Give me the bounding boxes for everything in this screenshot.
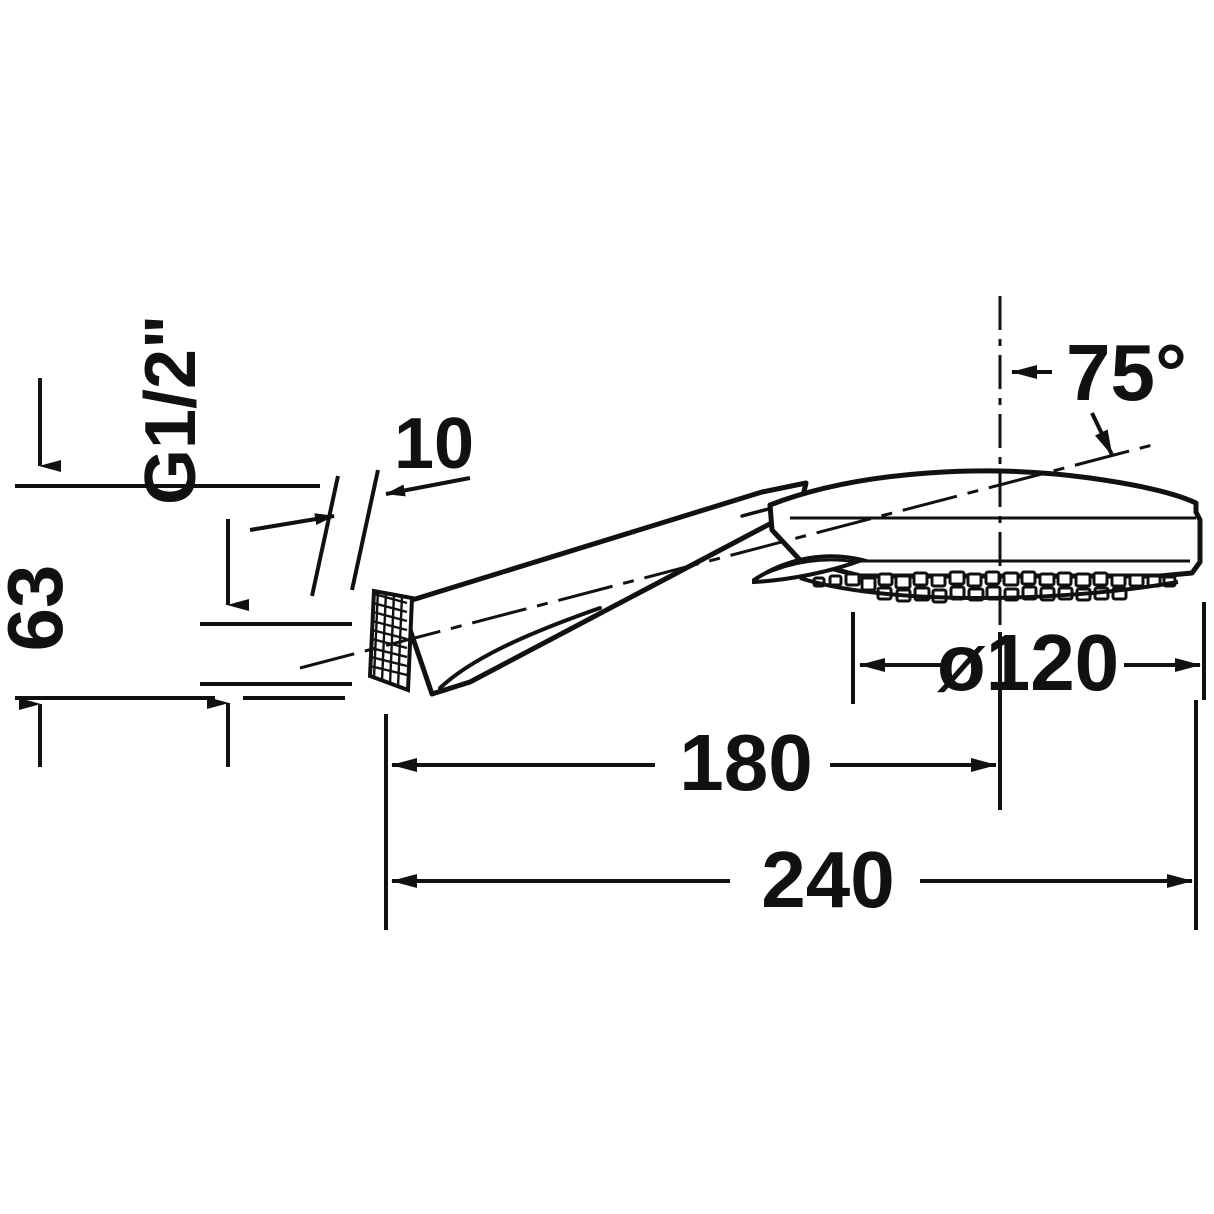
dimension-240: 240 [391, 700, 1198, 930]
thread-hatching [369, 589, 408, 688]
dim-63-label: 63 [0, 565, 79, 652]
handle-center-axis [299, 441, 1161, 670]
dim-75-label: 75° [1066, 328, 1187, 417]
dimension-g12: G1/2" [131, 315, 352, 767]
dimension-63: 63 [0, 378, 345, 767]
dim-120-label: ø120 [937, 618, 1119, 707]
head-bottom-contour [799, 576, 1179, 600]
head-junction-lens [752, 554, 869, 585]
head-junction-lens-inner [755, 558, 857, 580]
shower-head [752, 468, 1203, 604]
dim-10-arrow-left [249, 513, 335, 532]
dim-g12-label: G1/2" [131, 315, 211, 505]
dimension-75deg: 75° [1011, 328, 1187, 456]
thread-connector [367, 588, 415, 693]
head-outline [767, 468, 1203, 579]
dim-10-ext-right [350, 469, 380, 591]
dimension-dia120: ø120 [851, 602, 1206, 707]
dim-180-label: 180 [679, 718, 812, 807]
handle-lower-contour [438, 606, 602, 690]
dim-75-arrow-to-axis [1090, 412, 1114, 456]
dimension-10: 10 [249, 404, 474, 597]
dimension-180: 180 [384, 632, 1002, 930]
shower-body-group [299, 296, 1203, 697]
dim-10-ext-left [310, 475, 340, 597]
dim-10-label: 10 [394, 404, 474, 484]
dim-10-arrow-right [385, 476, 471, 497]
dim-240-label: 240 [761, 835, 894, 924]
axis-dash-dot-line [299, 441, 1161, 670]
